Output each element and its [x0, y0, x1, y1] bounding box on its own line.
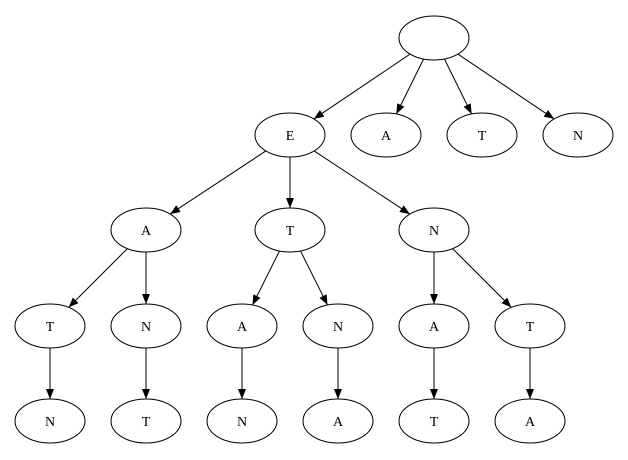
- node-ellipse: [542, 112, 614, 158]
- edge-arrow: [252, 250, 280, 306]
- node-label: T: [478, 129, 487, 144]
- trie-node: A: [206, 303, 278, 349]
- node-ellipse: [110, 207, 182, 253]
- node-ellipse: [494, 303, 566, 349]
- trie-node: T: [398, 398, 470, 444]
- trie-node: A: [110, 207, 182, 253]
- trie-node: N: [110, 303, 182, 349]
- node-label: T: [430, 415, 439, 430]
- trie-node: T: [14, 303, 86, 349]
- node-label: A: [381, 129, 392, 144]
- node-label: A: [525, 415, 536, 430]
- edge-arrow: [313, 150, 411, 215]
- node-label: T: [142, 415, 151, 430]
- node-label: N: [429, 224, 439, 239]
- node-label: A: [429, 320, 440, 335]
- node-ellipse: [110, 398, 182, 444]
- edges: [46, 53, 555, 399]
- node-ellipse: [398, 207, 470, 253]
- edge-arrow: [452, 248, 512, 308]
- node-label: N: [237, 415, 247, 430]
- trie-node: E: [254, 112, 326, 158]
- node-label: E: [286, 129, 295, 144]
- node-ellipse: [398, 15, 470, 61]
- node-ellipse: [398, 398, 470, 444]
- node-label: A: [333, 415, 344, 430]
- edge-arrow: [395, 58, 425, 115]
- node-label: T: [46, 320, 55, 335]
- edge-arrow: [443, 58, 473, 115]
- node-ellipse: [446, 112, 518, 158]
- node-label: A: [237, 320, 248, 335]
- node-label: N: [45, 415, 55, 430]
- trie-node: N: [206, 398, 278, 444]
- node-ellipse: [254, 112, 326, 158]
- node-ellipse: [254, 207, 326, 253]
- trie-node: N: [302, 303, 374, 349]
- node-ellipse: [14, 398, 86, 444]
- node-label: N: [141, 320, 151, 335]
- trie-node: N: [398, 207, 470, 253]
- node-ellipse: [14, 303, 86, 349]
- trie-node: A: [350, 112, 422, 158]
- edge-arrow: [300, 250, 328, 306]
- trie-node: T: [254, 207, 326, 253]
- node-label: T: [286, 224, 295, 239]
- node-ellipse: [206, 398, 278, 444]
- node-ellipse: [110, 303, 182, 349]
- node-label: N: [573, 129, 583, 144]
- node-ellipse: [302, 303, 374, 349]
- trie-node: A: [398, 303, 470, 349]
- edge-arrow: [68, 248, 128, 308]
- trie-node: A: [494, 398, 566, 444]
- trie-node: T: [446, 112, 518, 158]
- node-ellipse: [302, 398, 374, 444]
- node-ellipse: [494, 398, 566, 444]
- edge-arrow: [457, 53, 555, 120]
- node-ellipse: [206, 303, 278, 349]
- edge-arrow: [169, 150, 267, 215]
- trie-node: A: [302, 398, 374, 444]
- node-ellipse: [350, 112, 422, 158]
- edge-arrow: [313, 53, 411, 120]
- node-ellipse: [398, 303, 470, 349]
- node-label: A: [141, 224, 152, 239]
- trie-node: N: [14, 398, 86, 444]
- trie-node: T: [494, 303, 566, 349]
- node-label: N: [333, 320, 343, 335]
- node-label: T: [526, 320, 535, 335]
- nodes: E A T N N T T A N N A N A T T A A T N: [14, 15, 614, 444]
- trie-node: N: [542, 112, 614, 158]
- trie-root-node: [398, 15, 470, 61]
- trie-node: T: [110, 398, 182, 444]
